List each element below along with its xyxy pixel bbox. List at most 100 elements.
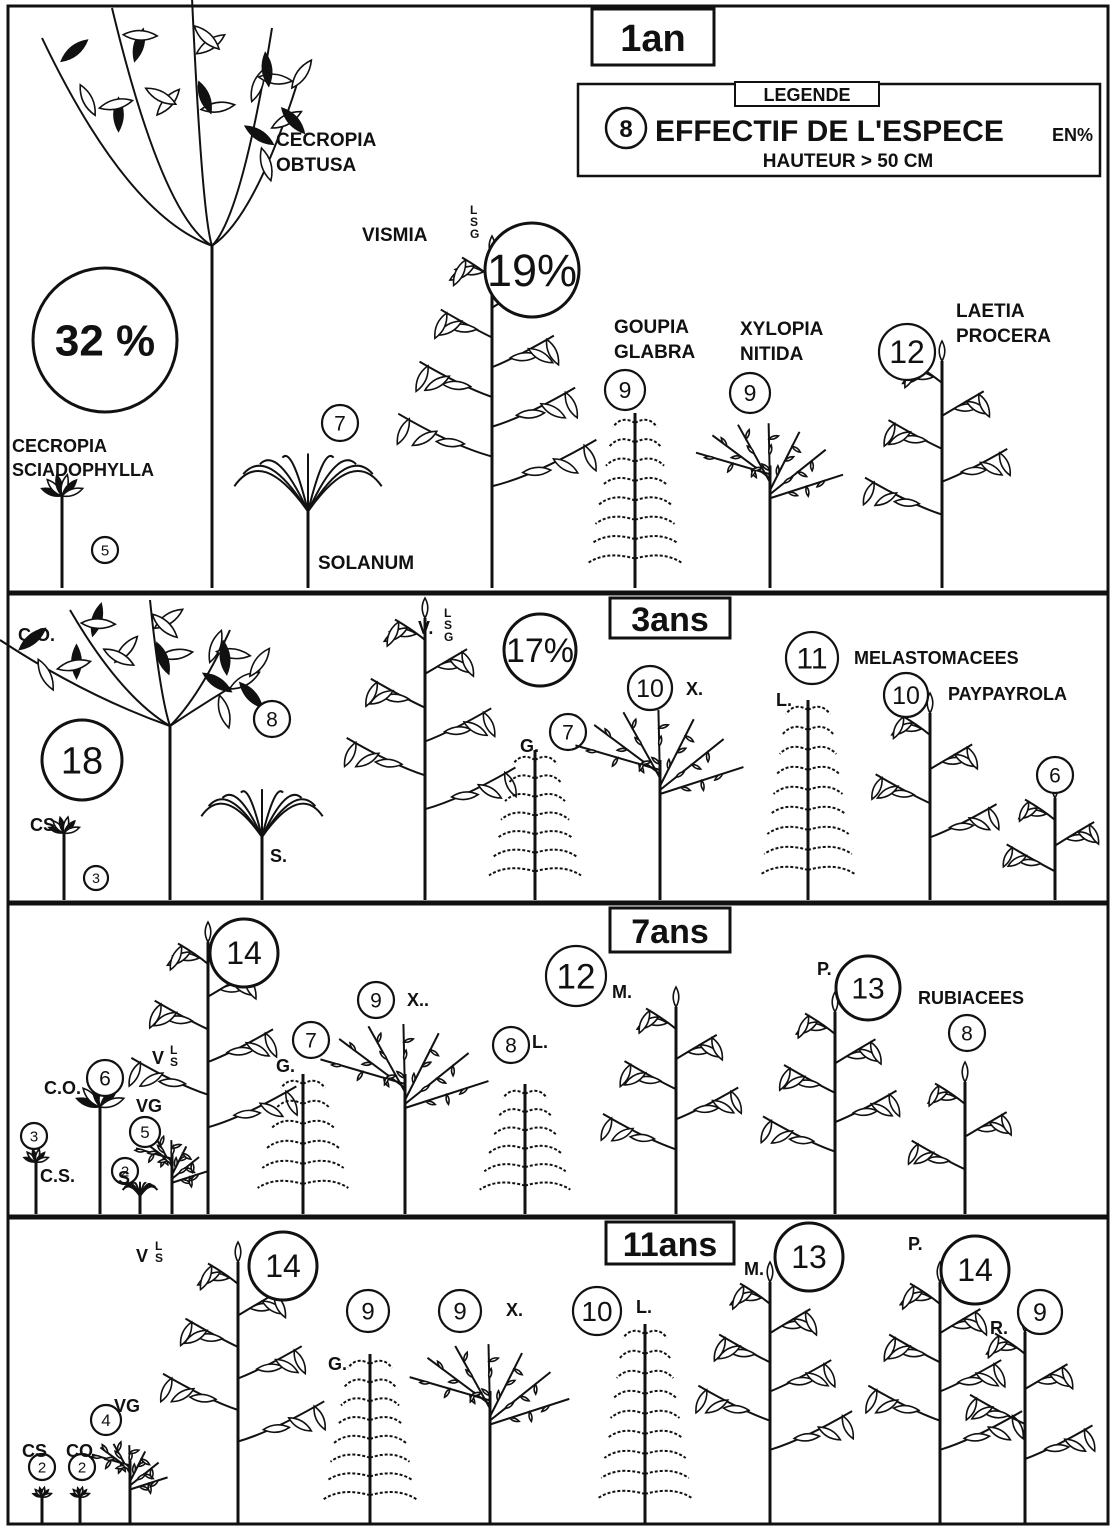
branch bbox=[425, 708, 491, 741]
leaf bbox=[685, 736, 693, 742]
leaf bbox=[811, 461, 814, 471]
abundance-value: 17% bbox=[506, 632, 574, 670]
species-label: G. bbox=[328, 1354, 347, 1374]
branch bbox=[784, 1065, 835, 1093]
leaf bbox=[160, 1136, 164, 1145]
species-label: XYLOPIA bbox=[740, 319, 824, 340]
leaf bbox=[150, 1468, 153, 1478]
leaf bbox=[705, 456, 715, 459]
leaf bbox=[422, 598, 428, 618]
leaf bbox=[235, 1242, 241, 1262]
leaf bbox=[451, 1066, 454, 1076]
abundance-value: 10 bbox=[892, 682, 920, 710]
leaf bbox=[798, 1016, 808, 1038]
species-label: MELASTOMACEES bbox=[854, 648, 1019, 668]
leaf bbox=[553, 459, 577, 473]
species-label: NITIDA bbox=[740, 344, 804, 365]
leaf bbox=[437, 1079, 446, 1084]
leaf bbox=[818, 1427, 840, 1440]
abundance-value: 19% bbox=[487, 245, 577, 296]
species-label: V bbox=[136, 1246, 148, 1266]
leaf bbox=[794, 1434, 819, 1441]
species-label: V bbox=[152, 1048, 164, 1068]
leaf bbox=[81, 619, 115, 629]
species-label: M. bbox=[744, 1259, 764, 1279]
leaf bbox=[332, 1064, 342, 1067]
leaf bbox=[853, 1108, 877, 1115]
leaf bbox=[397, 1072, 405, 1078]
leaf bbox=[466, 1370, 473, 1377]
panel-title-text: 11ans bbox=[623, 1226, 718, 1264]
leaf bbox=[541, 404, 565, 418]
leaf bbox=[454, 260, 466, 286]
plant-rubiacees: 8RUBIACEES bbox=[908, 988, 1024, 1214]
plant-cecropia-obtusa: 2CO bbox=[66, 1441, 95, 1524]
leaf bbox=[436, 439, 464, 447]
species-label: L. bbox=[532, 1032, 548, 1052]
leaf bbox=[706, 752, 709, 762]
leaf bbox=[200, 1266, 211, 1290]
leaf bbox=[387, 622, 398, 646]
branch bbox=[698, 1386, 770, 1421]
abundance-value: 13 bbox=[851, 973, 884, 1006]
branch bbox=[889, 420, 943, 449]
species-label: P. bbox=[908, 1234, 923, 1254]
leaf bbox=[234, 1110, 260, 1118]
leaf bbox=[601, 1118, 612, 1140]
leaf bbox=[806, 486, 809, 496]
abundance-value: 4 bbox=[101, 1411, 110, 1430]
branch bbox=[868, 1386, 940, 1421]
species-label: LAETIA bbox=[956, 301, 1025, 322]
leaf bbox=[38, 659, 53, 690]
leaf bbox=[375, 759, 402, 767]
leaf bbox=[866, 1390, 877, 1413]
branch bbox=[1025, 1425, 1093, 1459]
species-label: SOLANUM bbox=[318, 553, 414, 574]
leaf bbox=[635, 738, 642, 745]
leaf bbox=[350, 1043, 356, 1051]
leaf bbox=[190, 1394, 216, 1401]
abundance-value: 10 bbox=[636, 675, 664, 703]
species-label: CO bbox=[66, 1441, 93, 1461]
leaf bbox=[464, 1352, 468, 1361]
leaf bbox=[876, 1400, 898, 1413]
leaf bbox=[715, 774, 723, 780]
legend-line1: EFFECTIF DE L'ESPECE bbox=[655, 115, 1004, 148]
branch bbox=[930, 804, 997, 837]
leaf bbox=[772, 1131, 793, 1143]
abundance-value: 7 bbox=[305, 1029, 317, 1052]
branch bbox=[238, 1401, 324, 1441]
plant-laetia-procera: 8L. bbox=[480, 1027, 571, 1214]
leaf bbox=[412, 431, 436, 445]
branch bbox=[492, 388, 575, 427]
leaf bbox=[161, 1378, 172, 1402]
leaf bbox=[1045, 1445, 1069, 1452]
leaf bbox=[404, 1039, 414, 1043]
leaf bbox=[587, 750, 597, 753]
leaf bbox=[510, 1418, 519, 1422]
plant-goupia-glabra: 9GOUPIAGLABRA bbox=[589, 317, 696, 588]
leaf bbox=[817, 481, 825, 487]
branch bbox=[420, 362, 493, 397]
species-sublabel: S bbox=[170, 1055, 178, 1069]
plant-vismia: 17%V.LSG bbox=[345, 598, 576, 900]
species-label: RUBIACEES bbox=[918, 988, 1024, 1008]
branch bbox=[865, 478, 942, 515]
leaf bbox=[430, 1050, 438, 1056]
leaf bbox=[769, 436, 779, 440]
leaf bbox=[534, 1384, 537, 1394]
species-label: X. bbox=[686, 679, 703, 699]
leaf bbox=[767, 1262, 773, 1282]
abundance-value: 10 bbox=[581, 1296, 612, 1327]
leaf bbox=[505, 1403, 513, 1409]
leaf bbox=[903, 1286, 914, 1309]
panel-title-text: 1an bbox=[620, 18, 685, 60]
abundance-value: 14 bbox=[226, 935, 262, 971]
species-label: CECROPIA bbox=[12, 436, 107, 456]
leaf bbox=[420, 1381, 430, 1384]
leaf bbox=[842, 1416, 853, 1439]
abundance-value: 3 bbox=[30, 1128, 38, 1145]
legend-box: LEGENDE 8 EFFECTIF DE L'ESPECE EN% HAUTE… bbox=[578, 82, 1100, 176]
